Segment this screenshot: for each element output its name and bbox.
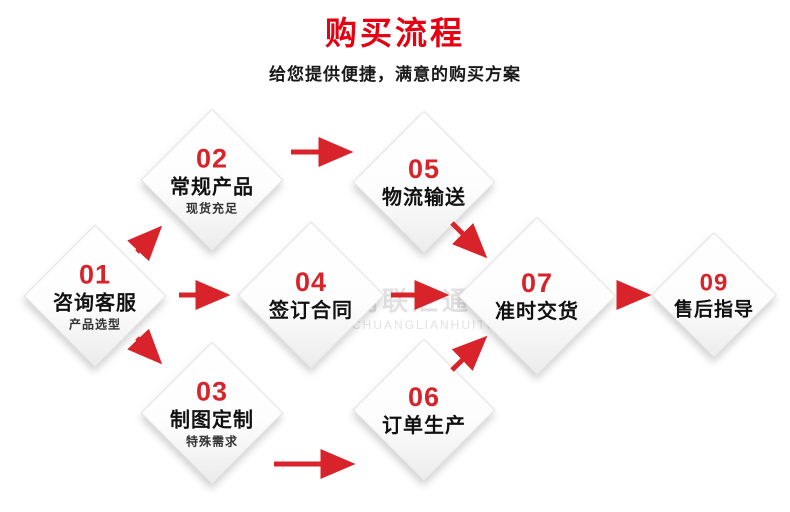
page-subtitle: 给您提供便捷，满意的购买方案 [269, 65, 521, 85]
step-number: 07 [520, 267, 554, 298]
step-label: 准时交货 [495, 301, 579, 324]
step-label: 签订合同 [269, 300, 353, 323]
header: 购买流程 给您提供便捷，满意的购买方案 [0, 14, 790, 85]
step-label: 订单生产 [382, 415, 466, 438]
step-number: 02 [195, 143, 229, 174]
step-label: 制图定制 [170, 409, 254, 432]
step-label: 咨询客服 [53, 292, 137, 315]
step-number: 09 [699, 269, 729, 297]
step-sublabel: 产品选型 [68, 317, 121, 332]
arrow-01-02 [127, 225, 163, 262]
step-sublabel: 特殊需求 [185, 434, 238, 449]
arrow-01-03 [127, 328, 163, 365]
step-number: 05 [407, 153, 441, 184]
step-label: 物流输送 [382, 187, 466, 210]
watermark-en: CHUANGLIANHUITONG [352, 317, 520, 332]
step-label: 常规产品 [170, 176, 254, 199]
step-number: 06 [407, 381, 441, 412]
step-sublabel: 现货充足 [185, 201, 238, 216]
step-label: 售后指导 [673, 298, 754, 320]
step-number: 04 [294, 266, 328, 297]
arrow-06-07 [450, 335, 488, 372]
step-number: 01 [78, 259, 112, 290]
arrow-05-07 [450, 221, 488, 259]
page-title: 购买流程 [324, 15, 465, 51]
step-number: 03 [195, 376, 229, 407]
